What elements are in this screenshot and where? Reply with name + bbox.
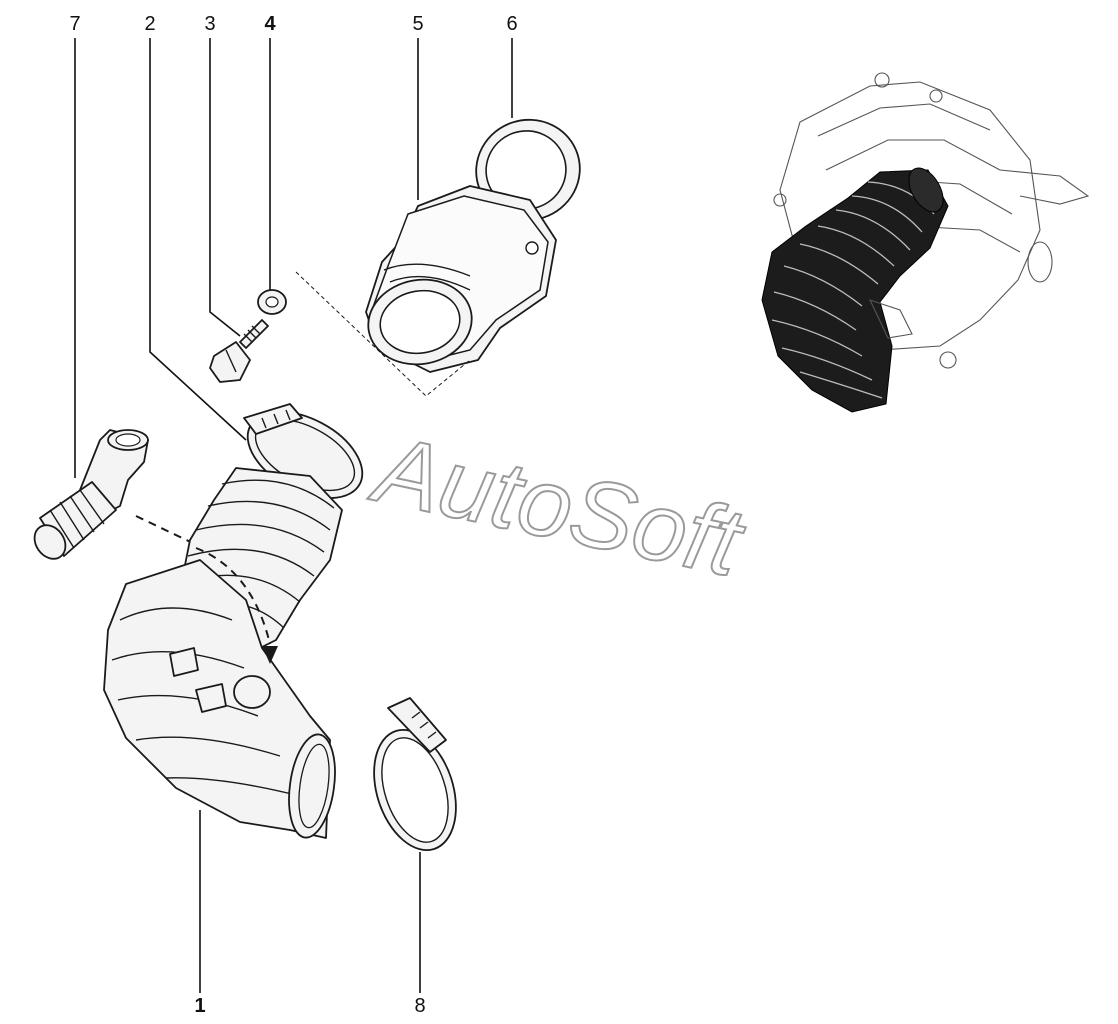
callout-6-label: 6 (506, 13, 517, 35)
callout-7-label: 7 (69, 13, 80, 35)
callout-4-label: 4 (264, 13, 276, 35)
callout-3-label: 3 (204, 13, 215, 35)
callout-8-label: 8 (414, 995, 425, 1017)
part-8-clamp (373, 697, 457, 852)
part-7-hose (33, 429, 149, 560)
alignment-line-5 (295, 271, 471, 397)
part-3-bolt (209, 319, 269, 383)
watermark-text: AutoSoft (363, 415, 754, 598)
callout-labels: 7 2 3 4 5 6 1 8 (69, 13, 517, 1017)
leader-2 (149, 38, 247, 441)
watermark: AutoSoft (362, 414, 755, 599)
alignment-arrow-head (262, 646, 278, 664)
callout-1-label: 1 (194, 995, 205, 1017)
alignment-arrow-1 (195, 547, 271, 645)
part-4-washer (257, 289, 287, 315)
leader-3 (209, 38, 241, 337)
leader-lines (74, 38, 513, 993)
part-5-adapter (365, 185, 557, 373)
part-1-intake-duct (103, 467, 343, 839)
callout-5-label: 5 (412, 13, 423, 35)
installed-view-inset (761, 72, 1090, 413)
callout-2-label: 2 (144, 13, 155, 35)
